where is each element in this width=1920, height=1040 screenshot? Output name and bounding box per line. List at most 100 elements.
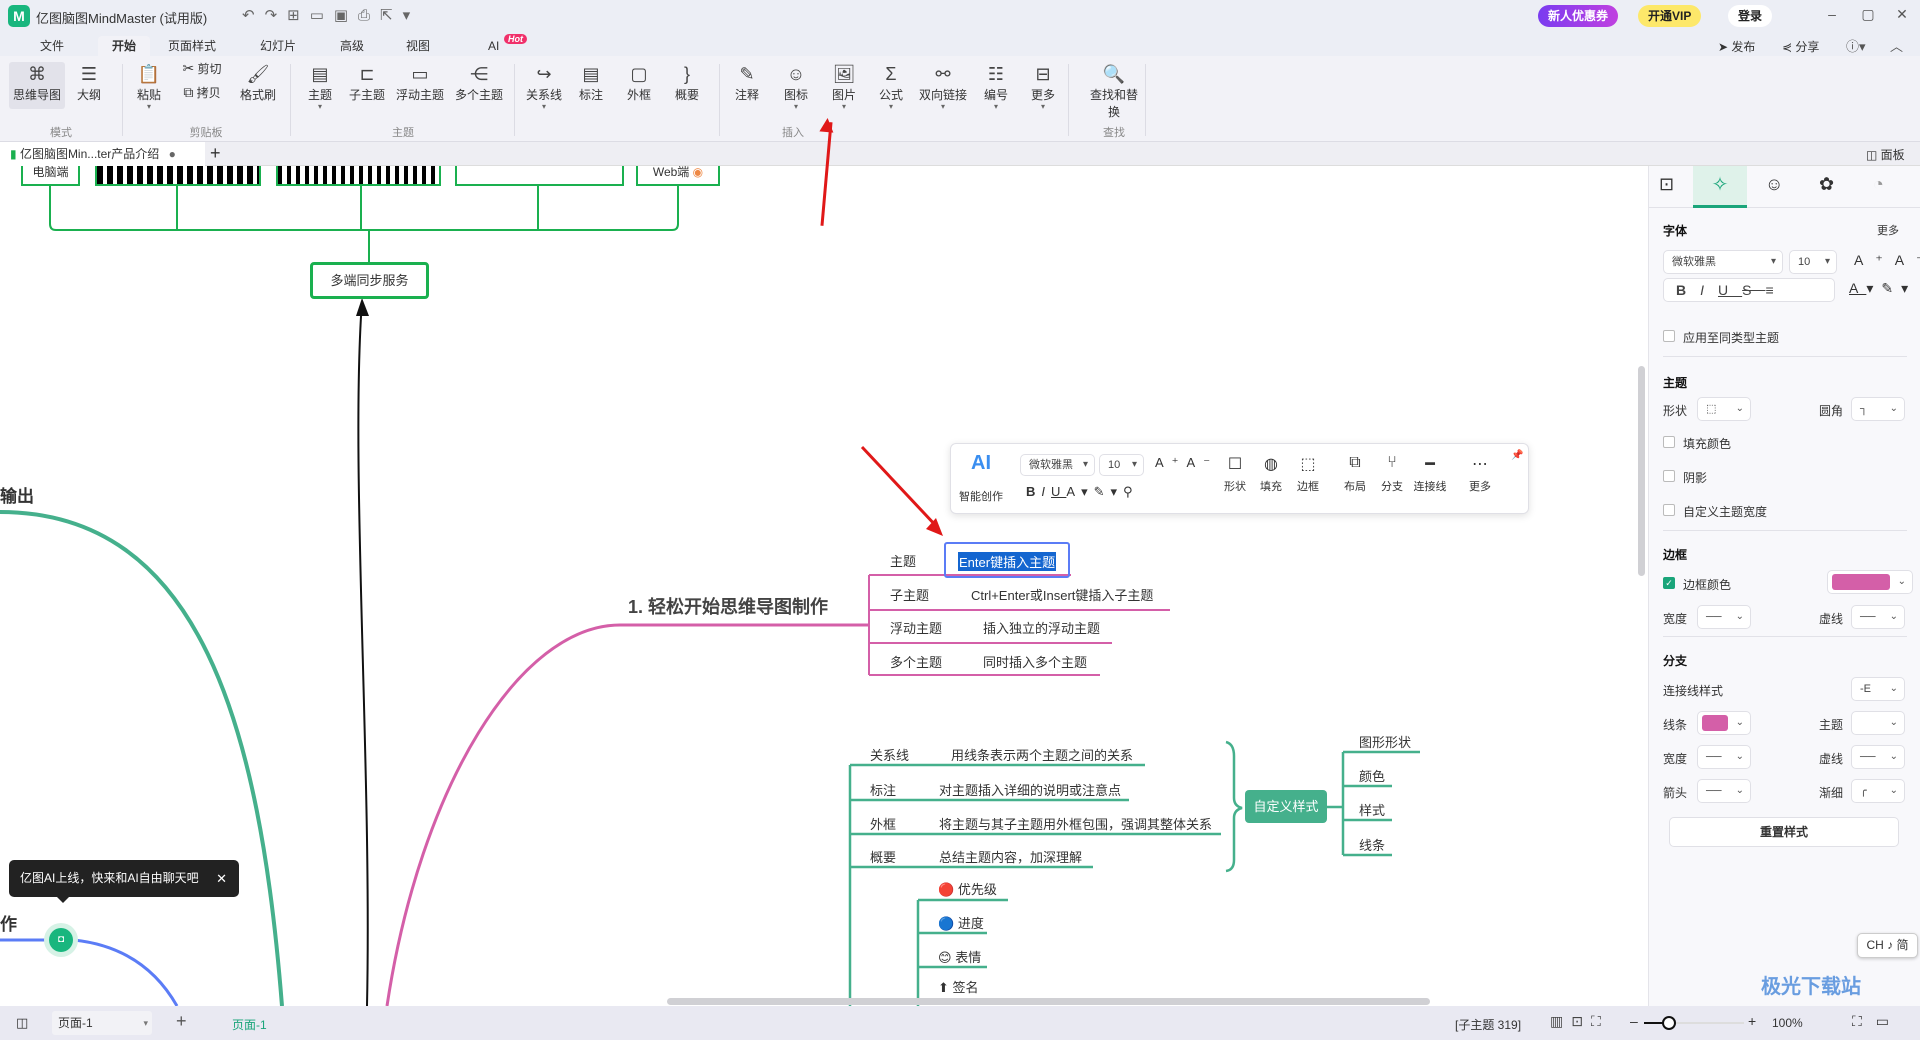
collapse-ribbon-icon[interactable]: ︿	[1890, 39, 1904, 54]
corner-select[interactable]: ┐⌄	[1851, 397, 1905, 421]
font-family-select[interactable]: 微软雅黑▾	[1020, 454, 1095, 476]
summary-item[interactable]: 图形形状	[1359, 735, 1412, 750]
marker-topic[interactable]: 😊 表情	[938, 947, 981, 966]
zoom-out-button[interactable]: –	[1630, 1013, 1638, 1029]
multiple-topics-button[interactable]: ⋲多个主题	[451, 62, 507, 103]
minimize-button[interactable]: –	[1828, 6, 1836, 22]
pin-icon[interactable]: 📌	[1511, 450, 1524, 461]
panel-color-buttons[interactable]: A▾✎▾	[1849, 280, 1917, 296]
floating-topic-button[interactable]: ▭浮动主题	[392, 62, 448, 103]
page-tab[interactable]: 页面-1	[232, 1018, 267, 1032]
summary-node[interactable]: 自定义样式	[1245, 790, 1327, 823]
arrow-select[interactable]: ──⌄	[1697, 779, 1751, 803]
topic-label[interactable]: 多个主题	[890, 655, 943, 670]
tab-ai[interactable]: AI	[488, 39, 500, 53]
topic-button[interactable]: ▤主题▾	[292, 62, 348, 111]
custom-width-checkbox[interactable]	[1663, 504, 1675, 516]
toolbar-shape-button[interactable]: ☐形状	[1215, 454, 1255, 494]
node-web[interactable]: Web端 ◉	[636, 166, 720, 186]
tab-layout-icon[interactable]: ⊡	[1659, 174, 1675, 194]
numbering-button[interactable]: ☷编号▾	[968, 62, 1024, 111]
node-sync[interactable]: 多端同步服务	[310, 262, 429, 299]
format-painter-button[interactable]: 🖌格式刷	[230, 62, 286, 103]
vip-button[interactable]: 开通VIP	[1638, 5, 1702, 27]
tab-theme-icon[interactable]: ✿	[1819, 174, 1835, 194]
panel-text-format-buttons[interactable]: BIUS≡	[1663, 278, 1835, 302]
branch-dash-select[interactable]: ──⌄	[1851, 745, 1905, 769]
marker-topic[interactable]: ⬆ 签名	[938, 977, 979, 996]
qr-code-image[interactable]	[455, 166, 624, 186]
document-tab[interactable]: ▮ 亿图脑图Min...ter产品介绍 ●	[0, 142, 205, 166]
shadow-checkbox[interactable]	[1663, 470, 1675, 482]
copy-button[interactable]: ⧉ 拷贝	[174, 84, 230, 101]
summary-item[interactable]: 颜色	[1359, 769, 1386, 784]
topic-label[interactable]: 主题	[890, 554, 917, 569]
topic-label[interactable]: 标注	[870, 783, 897, 798]
text-format-buttons[interactable]: BIUA▾✎▾⚲	[1026, 484, 1139, 499]
ime-indicator[interactable]: CH ♪ 简	[1857, 933, 1918, 958]
new-tab-button[interactable]: +	[210, 143, 221, 163]
tab-file[interactable]: 文件	[40, 39, 65, 53]
topic-description[interactable]: 将主题与其子主题用外框包围，强调其整体关系	[939, 817, 1213, 832]
selected-topic[interactable]: Enter键插入主题	[944, 542, 1070, 578]
close-icon[interactable]: ✕	[216, 871, 227, 886]
border-width-select[interactable]: ──⌄	[1697, 605, 1751, 629]
topic-label[interactable]: 概要	[870, 850, 897, 865]
toolbar-fill-button[interactable]: ◍填充	[1251, 454, 1291, 494]
zoom-in-button[interactable]: +	[1748, 1013, 1757, 1029]
topic-description[interactable]: 总结主题内容，加深理解	[939, 850, 1083, 865]
tab-slides[interactable]: 幻灯片	[260, 39, 297, 53]
partial-node-create[interactable]: 作	[0, 915, 17, 934]
qr-code-image[interactable]	[276, 166, 441, 186]
branch-width-select[interactable]: ──⌄	[1697, 745, 1751, 769]
cut-button[interactable]: ✂ 剪切	[174, 60, 230, 77]
zoom-slider[interactable]	[1644, 1016, 1744, 1030]
sidebar-toggle-icon[interactable]: ◫	[16, 1015, 29, 1030]
toolbar-more-button[interactable]: ⋯更多	[1460, 454, 1500, 494]
node-pc[interactable]: 电脑端	[21, 166, 80, 186]
toolbar-branch-button[interactable]: ⑂分支	[1372, 454, 1412, 494]
qr-code-image[interactable]	[95, 166, 261, 186]
topic-description[interactable]: 对主题插入详细的说明或注意点	[939, 783, 1122, 798]
icon-button[interactable]: ☺图标▾	[768, 62, 824, 111]
font-size-select[interactable]: 10▾	[1099, 454, 1144, 476]
quick-access-toolbar[interactable]: ↶↷⊞▭▣⎙⇱▾	[242, 7, 421, 24]
image-button[interactable]: 🖼图片▾	[816, 62, 872, 111]
ai-create-label[interactable]: 智能创作	[959, 491, 1003, 503]
selected-topic-text[interactable]: Enter键插入主题	[958, 552, 1057, 571]
tab-page-style[interactable]: 页面样式	[168, 39, 217, 53]
branch-title-start[interactable]: 1. 轻松开始思维导图制作	[628, 597, 829, 617]
tab-start[interactable]: 开始	[98, 36, 151, 56]
branch-topic-select[interactable]: ⌄	[1851, 711, 1905, 735]
toolbar-connector-button[interactable]: ━连接线	[1410, 454, 1450, 494]
subtopic-button[interactable]: ⊏子主题	[339, 62, 395, 103]
topic-label[interactable]: 关系线	[870, 748, 910, 763]
border-dash-select[interactable]: ──⌄	[1851, 605, 1905, 629]
marker-topic[interactable]: 🔴 优先级	[938, 879, 997, 898]
publish-button[interactable]: ➤ 发布	[1718, 38, 1755, 55]
connector-style-select[interactable]: -E⌄	[1851, 677, 1905, 701]
fill-checkbox[interactable]	[1663, 436, 1675, 448]
view-mode-buttons[interactable]: ▥⊡⛶	[1550, 1013, 1609, 1029]
relationship-button[interactable]: ↪关系线▾	[516, 62, 572, 111]
shape-select[interactable]: ⬚⌄	[1697, 397, 1751, 421]
topic-description[interactable]: 同时插入多个主题	[983, 655, 1088, 670]
close-window-button[interactable]: ✕	[1896, 6, 1908, 22]
unsaved-dot-icon[interactable]: ●	[168, 147, 176, 161]
horizontal-scrollbar[interactable]	[667, 998, 1430, 1005]
page-select[interactable]: 页面-1▾	[52, 1011, 152, 1035]
panel-font-select[interactable]: 微软雅黑▾	[1663, 250, 1783, 274]
font-grow-shrink-buttons[interactable]: A⁺A⁻	[1155, 455, 1219, 470]
mindmap-mode-button[interactable]: ⌘思维导图	[9, 62, 65, 109]
add-page-button[interactable]: +	[176, 1011, 187, 1031]
marker-topic[interactable]: 🔵 进度	[938, 913, 984, 932]
taper-select[interactable]: ╭⌄	[1851, 779, 1905, 803]
ai-robot-button[interactable]: ◘	[44, 923, 78, 957]
topic-description[interactable]: Ctrl+Enter或Insert键插入子主题	[971, 588, 1154, 603]
panel-font-grow-shrink[interactable]: A⁺A⁻	[1854, 252, 1920, 268]
help-icon[interactable]: ⓘ▾	[1846, 39, 1866, 54]
paste-button[interactable]: 📋粘贴▾	[121, 62, 177, 111]
zoom-level[interactable]: 100%	[1772, 1016, 1803, 1030]
share-button[interactable]: ⋞ 分享	[1782, 38, 1819, 55]
